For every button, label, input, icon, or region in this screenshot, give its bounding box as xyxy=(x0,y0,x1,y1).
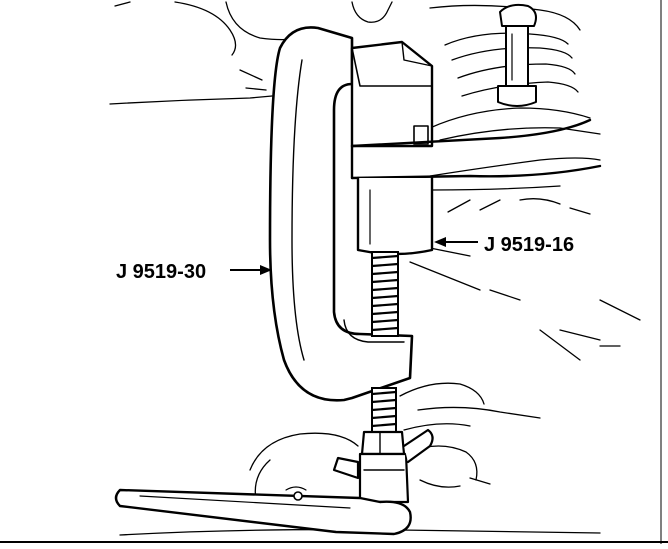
ratchet-wrench xyxy=(114,486,412,536)
suspension-background xyxy=(109,1,641,536)
stabilizer-link-stud xyxy=(497,3,537,107)
label-j-9519-16: J 9519-16 xyxy=(484,234,574,256)
forcing-screw xyxy=(371,251,399,435)
receiver-adapter-tool xyxy=(350,40,602,256)
c-frame-tool xyxy=(268,26,414,402)
label-j-9519-30: J 9519-30 xyxy=(116,261,206,283)
callout-arrow-right xyxy=(434,237,478,247)
drive-nut-and-socket xyxy=(332,428,434,504)
callout-arrow-left xyxy=(230,265,272,275)
